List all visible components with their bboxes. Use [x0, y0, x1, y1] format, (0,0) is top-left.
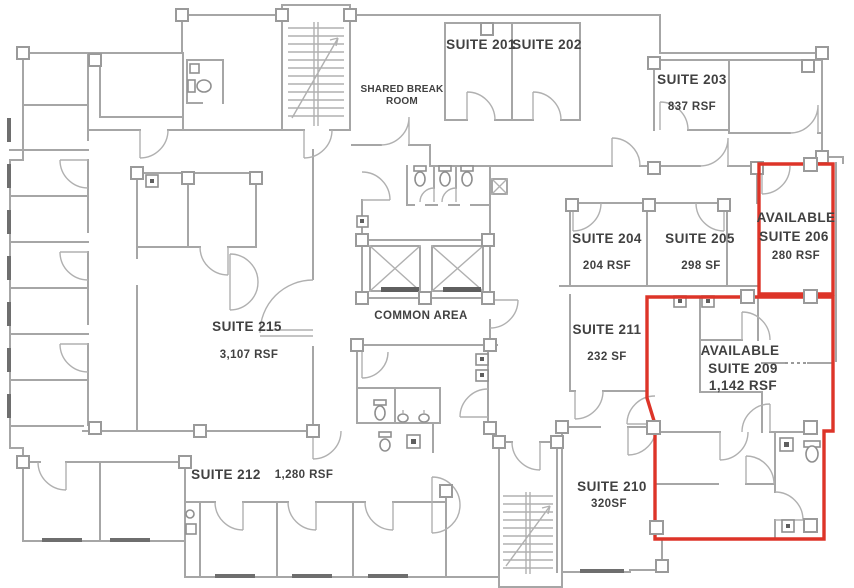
staircase-bottom: [503, 492, 553, 574]
door-swings: [37, 91, 819, 534]
suite-215-label: SUITE 215: [212, 319, 282, 334]
window-marks: [7, 118, 624, 578]
suite-206-area: 280 RSF: [772, 250, 820, 262]
elevator-shafts: [369, 245, 484, 292]
elevator-threshold: [443, 287, 481, 292]
suite-203-area: 837 RSF: [668, 101, 716, 113]
interior-walls: [9, 14, 834, 578]
suite-210-label: SUITE 210: [577, 479, 647, 494]
room-labels: SHARED BREAK ROOM SUITE 201 SUITE 202 SU…: [191, 37, 835, 510]
elevator-threshold: [381, 287, 419, 292]
wall-anchors: [16, 8, 829, 573]
common-area-label: COMMON AREA: [374, 310, 467, 322]
suite-211-area: 232 SF: [587, 351, 626, 363]
suite-206-label: SUITE 206: [759, 229, 829, 244]
available-suite-209-outline[interactable]: [645, 295, 835, 541]
suite-206-status: AVAILABLE: [757, 210, 836, 225]
suite-205-area: 298 SF: [681, 260, 720, 272]
suite-210-area: 320SF: [591, 498, 627, 510]
suite-205-label: SUITE 205: [665, 231, 735, 246]
suite-201-label: SUITE 201: [446, 37, 516, 52]
suite-209-area: 1,142 RSF: [709, 378, 777, 393]
suite-211-label: SUITE 211: [573, 322, 642, 337]
shared-break-room-label2: ROOM: [386, 96, 418, 107]
wall-anchors-on-highlight: [646, 157, 818, 535]
suite-212-area: 1,280 RSF: [275, 469, 334, 481]
suite-203-label: SUITE 203: [657, 72, 727, 87]
suite-215-area: 3,107 RSF: [220, 349, 279, 361]
wall-fixtures: [145, 174, 715, 535]
suite-209-status: AVAILABLE: [701, 343, 780, 358]
suite-212-label: SUITE 212: [191, 467, 261, 482]
suite-209-label: SUITE 209: [708, 361, 778, 376]
suite-204-area: 204 RSF: [583, 260, 631, 272]
suite-202-label: SUITE 202: [512, 37, 582, 52]
restroom-fixtures: [187, 63, 821, 533]
shared-break-room-label: SHARED BREAK: [361, 84, 445, 95]
staircase-top: [288, 22, 344, 126]
suite-204-label: SUITE 204: [572, 231, 642, 246]
